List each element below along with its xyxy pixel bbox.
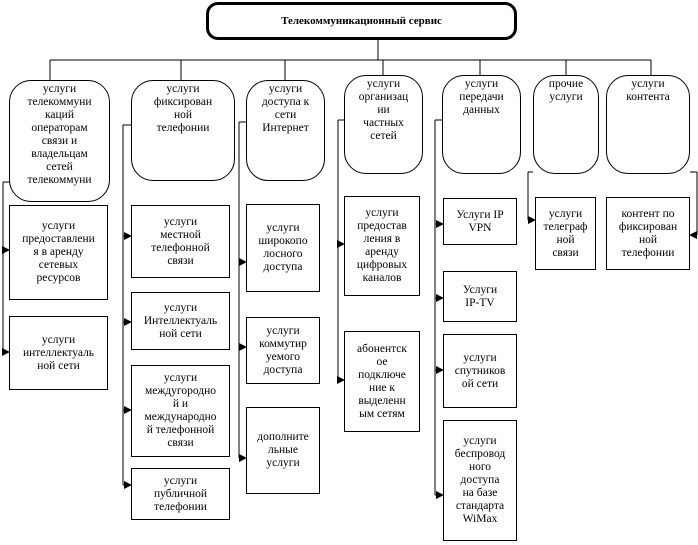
service-network-lease: услуги предоставлени я в аренду сетевых … <box>9 205 108 300</box>
service-local-telephony: услуги местной телефонной связи <box>131 205 230 278</box>
category-content-services: услуги контента <box>606 75 690 174</box>
service-intelligent-network: услуги интеллектуаль ной сети <box>9 316 108 390</box>
service-label: Услуги IP-TV <box>462 283 498 309</box>
service-label: услуги предостав ления в аренду цифровых… <box>356 207 408 284</box>
service-intelligent-network-fixed: услуги Интеллектуаль ной сети <box>131 292 230 350</box>
service-label: услуги коммутир уемого доступа <box>259 324 307 376</box>
category-label: услуги контента <box>626 78 670 103</box>
category-label: услуги передачи данных <box>459 78 504 116</box>
service-dialup-access: услуги коммутир уемого доступа <box>246 317 320 384</box>
service-label: услуги телеграф ной связи <box>543 207 588 259</box>
service-satellite-network: услуги спутников ой сети <box>443 334 517 408</box>
service-public-telephony: услуги публичной телефонии <box>131 468 230 520</box>
service-label: услуги местной телефонной связи <box>151 215 210 267</box>
service-label: услуги широкопо лосного доступа <box>258 222 308 273</box>
category-other-services: прочие услуги <box>533 75 599 174</box>
service-label: услуги публичной телефонии <box>153 474 208 513</box>
service-ip-tv: Услуги IP-TV <box>443 271 517 322</box>
service-label: дополните льные услуги <box>257 431 309 469</box>
service-label: услуги беспровод ного доступа на базе ст… <box>454 435 506 525</box>
service-wimax: услуги беспровод ного доступа на базе ст… <box>443 420 517 541</box>
category-label: услуги телекоммуни каций операторам связ… <box>27 83 92 186</box>
category-label: услуги организац ии частных сетей <box>358 78 409 142</box>
service-additional: дополните льные услуги <box>246 407 320 494</box>
service-dedicated-network-connection: абонентск ое подключе ние к выделенн ым … <box>344 331 420 432</box>
category-operators: услуги телекоммуни каций операторам связ… <box>9 80 110 202</box>
service-telegraph: услуги телеграф ной связи <box>535 197 596 270</box>
service-label: услуги предоставлени я в аренду сетевых … <box>22 220 95 284</box>
service-label: услуги Интеллектуаль ной сети <box>143 301 218 340</box>
root-node: Телекоммуникационный сервис <box>206 2 517 40</box>
category-private-networks: услуги организац ии частных сетей <box>344 75 423 174</box>
service-broadband-access: услуги широкопо лосного доступа <box>246 204 320 292</box>
service-ip-vpn: Услуги IP VPN <box>443 198 517 245</box>
root-title: Телекоммуникационный сервис <box>281 14 442 27</box>
service-label: услуги интеллектуаль ной сети <box>22 333 95 372</box>
service-label: Услуги IP VPN <box>456 208 504 234</box>
service-fixed-content: контент по фиксирован ной телефонии <box>606 197 690 270</box>
category-label: прочие услуги <box>548 78 584 103</box>
category-data-transfer: услуги передачи данных <box>442 75 521 174</box>
service-long-distance: услуги междугородно й и международно й т… <box>131 365 230 457</box>
service-label: услуги спутников ой сети <box>454 351 506 390</box>
service-digital-channel-lease: услуги предостав ления в аренду цифровых… <box>344 196 420 296</box>
category-fixed-telephony: услуги фиксирован ной телефонии <box>131 80 235 181</box>
service-label: контент по фиксирован ной телефонии <box>618 207 678 259</box>
category-label: услуги фиксирован ной телефонии <box>153 83 213 134</box>
service-label: абонентск ое подключе ние к выделенн ым … <box>357 342 407 420</box>
category-internet-access: услуги доступа к сети Интернет <box>246 80 325 181</box>
category-label: услуги доступа к сети Интернет <box>261 83 310 134</box>
service-label: услуги междугородно й и международно й т… <box>144 372 217 449</box>
